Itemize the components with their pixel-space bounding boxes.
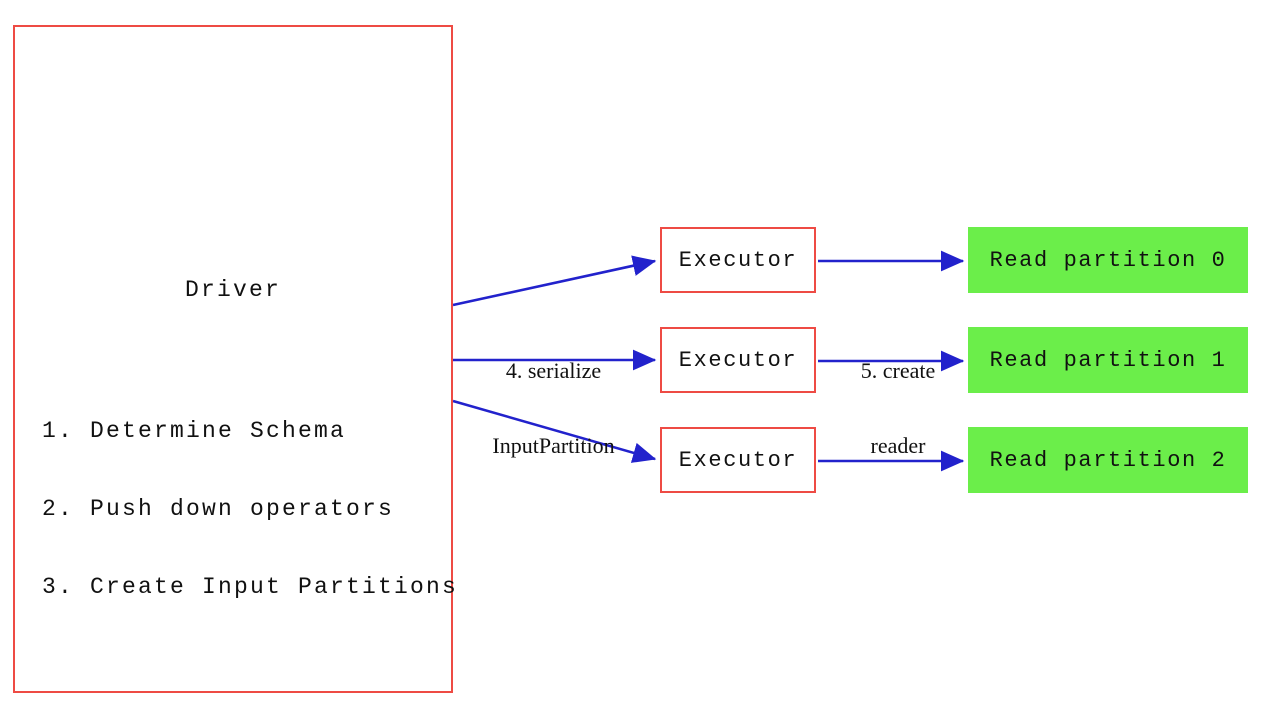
executor-node-0: Executor [660,227,816,293]
edge-label-create-reader: 5. create reader [828,308,968,508]
edge-label-create-reader-line-1: 5. create [860,358,936,383]
arrow-driver-to-executor-0 [452,255,657,307]
driver-step-1: 1. Determine Schema [42,418,347,444]
executor-node-2: Executor [660,427,816,493]
driver-steps-list: 1. Determine Schema 2. Push down operato… [42,366,458,652]
driver-node: Driver 1. Determine Schema 2. Push down … [13,25,456,693]
edge-label-serialize: 4. serialize InputPartition [466,308,641,508]
partition-label-0: Read partition 0 [989,247,1227,273]
partition-label-2: Read partition 2 [989,447,1227,473]
partition-node-0: Read partition 0 [968,227,1248,293]
driver-title: Driver [184,277,281,303]
driver-step-3: 3. Create Input Partitions [42,574,459,600]
edge-label-create-reader-line-2: reader [870,433,926,458]
edge-label-serialize-line-2: InputPartition [492,433,615,458]
partition-node-2: Read partition 2 [968,427,1248,493]
executor-label-1: Executor [678,347,798,373]
partition-label-1: Read partition 1 [989,347,1227,373]
executor-node-1: Executor [660,327,816,393]
executor-label-0: Executor [678,247,798,273]
edge-label-serialize-line-1: 4. serialize [505,358,602,383]
partition-node-1: Read partition 1 [968,327,1248,393]
driver-step-2: 2. Push down operators [42,496,395,522]
executor-label-2: Executor [678,447,798,473]
